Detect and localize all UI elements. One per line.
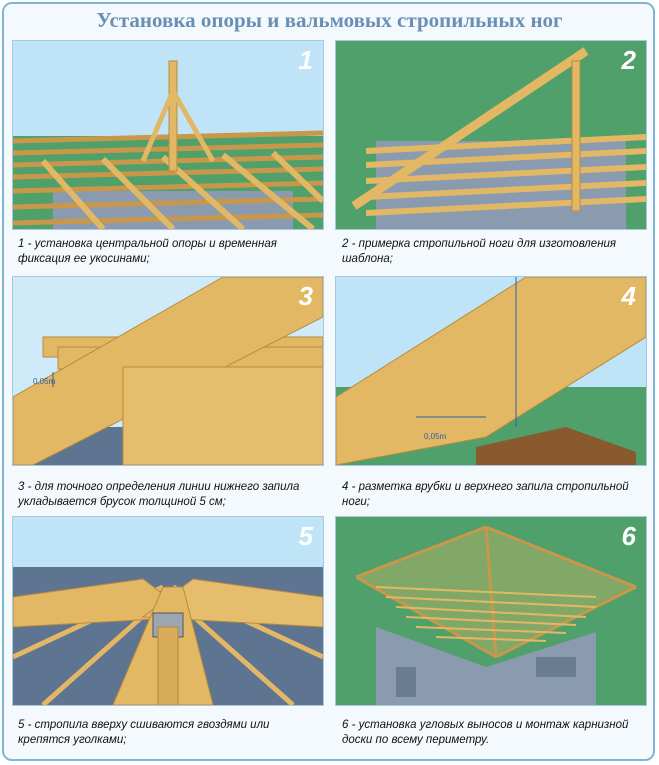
panel-2-image: 2	[335, 40, 647, 230]
panel-5-caption: 5 - стропила вверху сшиваются гвоздями и…	[18, 719, 270, 746]
panel-4-measure-label: 0,05m	[424, 432, 447, 441]
panel-3-illustration	[13, 277, 323, 465]
panel-1-image: 1	[12, 40, 324, 230]
panel-2-illustration	[336, 41, 646, 229]
panel-1-number: 1	[298, 45, 313, 75]
panel-1-illustration	[13, 41, 323, 229]
panel-6-illustration	[336, 517, 646, 705]
panel-3-caption: 3 - для точного определения линии нижнег…	[18, 481, 300, 508]
panel-3-image: 3 0,05m	[12, 276, 324, 466]
panel-3-measure-label: 0,05m	[33, 377, 56, 386]
panel-5-number: 5	[298, 521, 313, 551]
panel-2-caption: 2 - примерка стропильной ноги для изгото…	[342, 238, 617, 265]
panel-4-illustration	[336, 277, 646, 465]
panel-1-caption: 1 - установка центральной опоры и времен…	[18, 238, 277, 265]
panel-6-caption: 6 - установка угловых выносов и монтаж к…	[342, 719, 629, 746]
panel-5-image: 5	[12, 516, 324, 706]
panel-3-number: 3	[298, 281, 313, 311]
panel-6-number: 6	[621, 521, 636, 551]
panel-4-caption: 4 - разметка врубки и верхнего запила ст…	[342, 481, 629, 508]
panel-4-number: 4	[621, 281, 636, 311]
panel-6-image: 6	[335, 516, 647, 706]
page-title: Установка опоры и вальмовых стропильных …	[96, 8, 563, 32]
panel-5-illustration	[13, 517, 323, 705]
panel-4-image: 4 0,05m	[335, 276, 647, 466]
panel-2-number: 2	[621, 45, 636, 75]
